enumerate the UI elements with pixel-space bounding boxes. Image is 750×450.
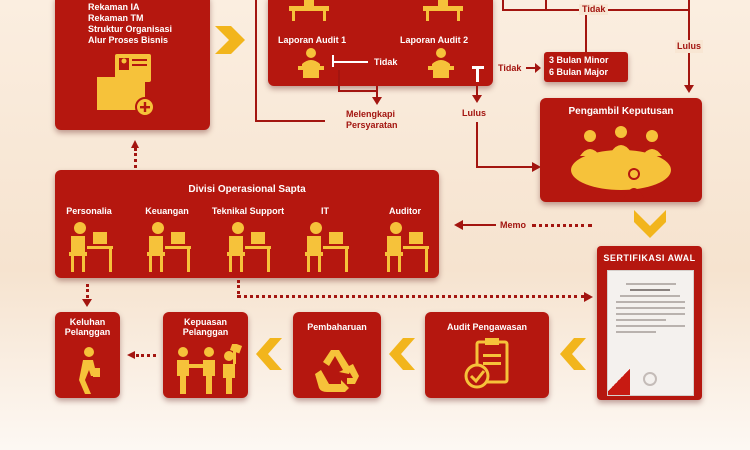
arrow-right-icon [526, 63, 541, 73]
recycle-icon [315, 350, 359, 392]
connector-line [462, 224, 496, 226]
connector-line [338, 90, 378, 92]
dotted-connector [136, 354, 156, 357]
flow-arrow-icon [389, 338, 415, 370]
arrow-down-icon [472, 95, 482, 103]
arrow-left-icon [127, 351, 135, 359]
surveillance-audit-box: Audit Pengawasan [425, 312, 549, 398]
flow-arrow-icon [634, 210, 666, 238]
member-it-label: IT [321, 206, 329, 216]
tidak-label: Tidak [579, 4, 609, 15]
arrow-right-icon [584, 292, 593, 302]
connector-line [585, 8, 587, 52]
connector-line [476, 66, 479, 82]
member-keuangan-label: Keuangan [145, 206, 189, 216]
member-auditor-label: Auditor [389, 206, 421, 216]
certificate-box: SERTIFIKASI AWAL [597, 246, 702, 400]
arrow-right-icon [532, 162, 541, 172]
connector-line [476, 86, 478, 96]
memo-label: Memo [500, 220, 527, 230]
major-label: 6 Bulan Major [549, 67, 609, 77]
connector-line [255, 120, 325, 122]
walking-person-icon [79, 347, 100, 394]
tidak-label: Tidak [498, 63, 522, 73]
satisfaction-title: Kepuasan Pelanggan [182, 317, 229, 337]
meeting-table-icon [571, 126, 671, 198]
documents-box: Rekaman IA Rekaman TM Struktur Organisas… [55, 0, 210, 130]
division-title: Divisi Operasional Sapta [188, 184, 306, 195]
connector-line [502, 0, 504, 10]
desk-worker-icon [69, 222, 113, 272]
connector-line [545, 0, 547, 10]
member-personalia-label: Personalia [66, 206, 112, 216]
doc-item-rekaman-ia: Rekaman IA [88, 2, 140, 12]
connector-line [255, 0, 257, 122]
dotted-connector [134, 148, 137, 168]
arrow-down-icon [372, 92, 382, 105]
decision-maker-title: Pengambil Keputusan [568, 106, 674, 117]
complaint-box: Keluhan Pelanggan [55, 312, 120, 398]
dotted-connector [237, 280, 240, 294]
flow-arrow-icon [256, 338, 282, 370]
dotted-connector [237, 295, 585, 298]
audit-report-1-label: Laporan Audit 1 [278, 35, 347, 45]
desk-worker-icon [147, 222, 191, 272]
certificate-title: SERTIFIKASI AWAL [603, 253, 696, 263]
arrow-up-icon [131, 140, 139, 148]
presenter-icon [298, 48, 324, 78]
dotted-connector [532, 224, 592, 227]
arrow-left-icon [454, 220, 463, 230]
handshake-people-icon [177, 344, 243, 394]
satisfaction-box: Kepuasan Pelanggan [163, 312, 248, 398]
minor-major-box: 3 Bulan Minor 6 Bulan Major [544, 52, 628, 82]
renewal-title: Pembaharuan [307, 322, 367, 332]
doc-item-rekaman-tm: Rekaman TM [88, 13, 144, 23]
operations-division-box: Divisi Operasional Sapta Personalia Keua… [55, 170, 439, 278]
decision-maker-box: Pengambil Keputusan [540, 98, 702, 202]
complaint-title: Keluhan Pelanggan [64, 317, 111, 337]
renewal-box: Pembaharuan [293, 312, 381, 398]
connector-line [332, 61, 368, 63]
doc-item-alur: Alur Proses Bisnis [88, 35, 169, 45]
presenter-icon [428, 48, 454, 78]
flow-arrow-icon [215, 26, 245, 54]
lulus-label: Lulus [675, 40, 703, 53]
tidak-label: Tidak [374, 57, 398, 67]
minor-label: 3 Bulan Minor [549, 55, 609, 65]
arrow-down-icon [82, 299, 92, 307]
certificate-document [607, 270, 694, 396]
meeting-icon [289, 0, 329, 21]
doc-item-struktur: Struktur Organisasi [88, 24, 173, 34]
connector-line [476, 166, 534, 168]
connector-line [338, 70, 340, 92]
lulus-label: Lulus [462, 108, 486, 118]
checklist-icon [464, 338, 509, 389]
flow-arrow-icon [560, 338, 586, 370]
audit-report-2-label: Laporan Audit 2 [400, 35, 469, 45]
member-teknikal-label: Teknikal Support [211, 206, 285, 216]
connector-line [332, 55, 334, 67]
meeting-icon [423, 0, 463, 21]
folder-icon [97, 54, 155, 117]
dotted-connector [86, 284, 89, 298]
desk-worker-icon [305, 222, 349, 272]
connector-line [476, 122, 478, 168]
desk-worker-icon [385, 222, 429, 272]
arrow-down-icon [684, 85, 694, 93]
connector-line [376, 86, 378, 92]
audit-reports-box: Laporan Audit 1 Laporan Audit 2 Tidak [268, 0, 493, 86]
desk-worker-icon [227, 222, 271, 272]
melengkapi-label: Melengkapi Persyaratan [346, 109, 398, 130]
surveillance-audit-title: Audit Pengawasan [446, 322, 527, 332]
